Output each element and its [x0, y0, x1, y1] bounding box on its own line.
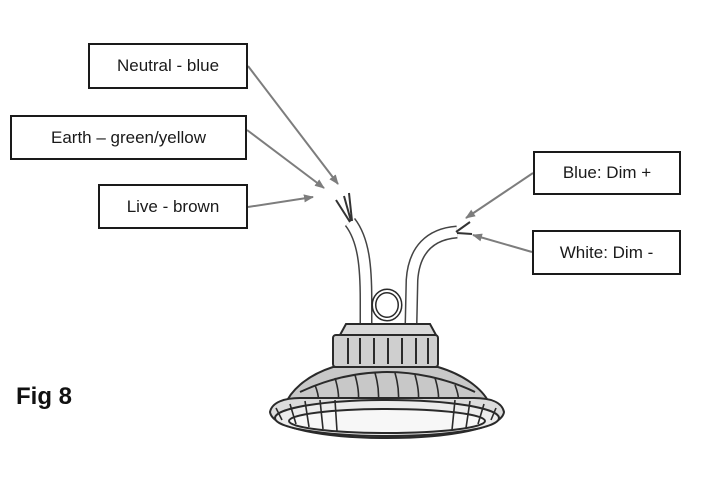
dimming-cable: [404, 221, 473, 326]
high-bay-luminaire-icon: [268, 323, 506, 440]
earth-green-yellow-label: Earth – green/yellow: [10, 115, 247, 160]
live-leader-arrow: [247, 194, 314, 208]
blue-dim-leader-arrow: [465, 172, 534, 219]
figure-caption: Fig 8: [16, 383, 73, 410]
neutral-leader-arrow: [247, 65, 339, 185]
power-wire-strands: [335, 192, 353, 223]
earth-leader-arrow: [246, 129, 325, 189]
hanging-ring-icon: [371, 288, 403, 322]
dim-wire-strands: [455, 221, 473, 235]
blue-dim-plus-label: Blue: Dim +: [533, 151, 681, 195]
white-dim-leader-arrow: [472, 233, 533, 253]
power-cable: [335, 192, 373, 325]
live-brown-label: Live - brown: [98, 184, 248, 229]
neutral-blue-label: Neutral - blue: [88, 43, 248, 89]
white-dim-minus-label: White: Dim -: [532, 230, 681, 275]
